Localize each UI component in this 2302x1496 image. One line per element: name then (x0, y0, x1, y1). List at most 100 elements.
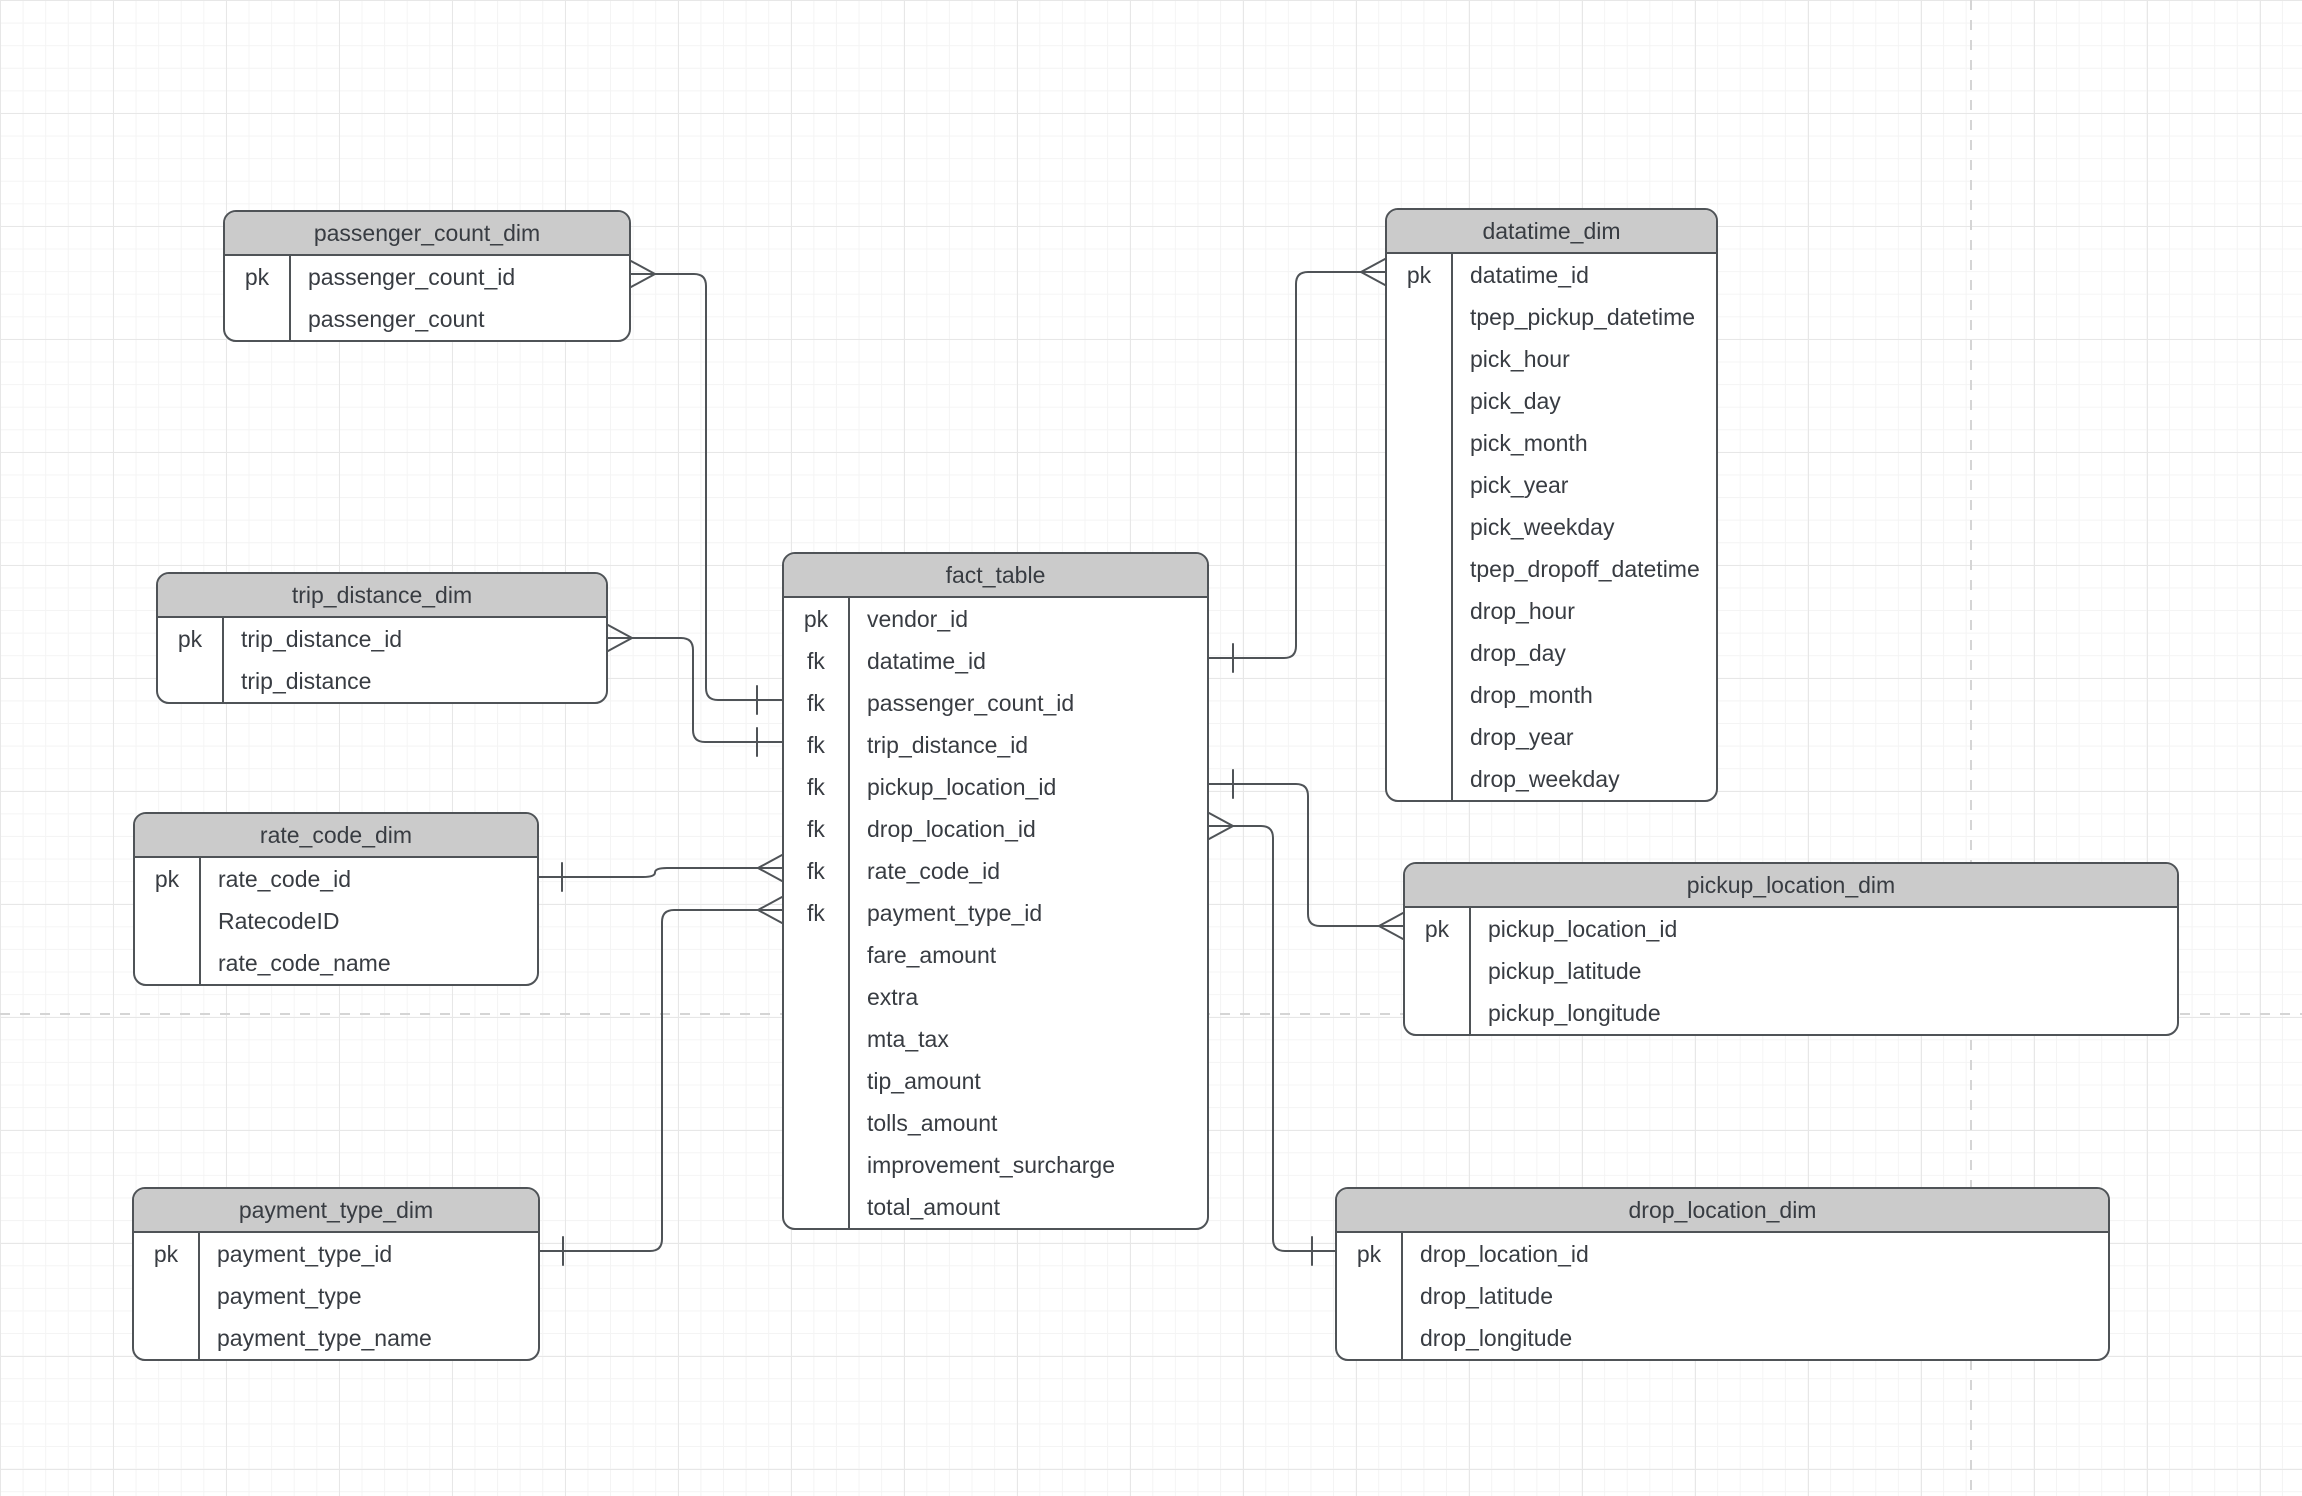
connector-fact_table-drop_location_dim[interactable] (1232, 825, 1336, 1252)
connector-payment_type_dim-fact_table[interactable] (539, 909, 759, 1252)
field-key: fk (807, 900, 825, 926)
field-key: fk (807, 648, 825, 674)
field-passenger_count_id[interactable]: passenger_count_id (308, 264, 516, 290)
entity-title-drop_location_dim: drop_location_dim (1337, 1189, 2108, 1233)
crowfoot-marker (1208, 812, 1234, 840)
field-drop_month[interactable]: drop_month (1470, 682, 1593, 708)
field-pick_day[interactable]: pick_day (1470, 388, 1561, 414)
field-key (1387, 296, 1451, 338)
key-column: pk (134, 1233, 200, 1359)
field-drop_location_id[interactable]: drop_location_id (867, 816, 1036, 842)
key-column: pk (158, 618, 224, 702)
field-trip_distance[interactable]: trip_distance (241, 668, 372, 694)
field-key (784, 1060, 848, 1102)
field-pickup_location_id[interactable]: pickup_location_id (1488, 916, 1678, 942)
key-column: pk (135, 858, 201, 984)
field-payment_type_id[interactable]: payment_type_id (217, 1241, 393, 1267)
field-drop_hour[interactable]: drop_hour (1470, 598, 1575, 624)
field-pickup_longitude[interactable]: pickup_longitude (1488, 1000, 1661, 1026)
field-pick_year[interactable]: pick_year (1470, 472, 1569, 498)
field-mta_tax[interactable]: mta_tax (867, 1026, 949, 1052)
field-tpep_dropoff_datetime[interactable]: tpep_dropoff_datetime (1470, 556, 1700, 582)
field-key (784, 1102, 848, 1144)
field-pickup_location_id[interactable]: pickup_location_id (867, 774, 1057, 800)
field-tolls_amount[interactable]: tolls_amount (867, 1110, 998, 1136)
field-drop_location_id[interactable]: drop_location_id (1420, 1241, 1589, 1267)
field-RatecodeID[interactable]: RatecodeID (218, 908, 340, 934)
connector-fact_table-pickup_location_dim[interactable] (1208, 783, 1380, 927)
entity-body: pk passenger_count_id passenger_count (225, 256, 629, 340)
field-key (1405, 992, 1469, 1034)
field-key: pk (244, 264, 270, 290)
connector-passenger_count_dim-fact_table[interactable] (654, 273, 783, 701)
field-passenger_count_id[interactable]: passenger_count_id (867, 690, 1075, 716)
field-fare_amount[interactable]: fare_amount (867, 942, 997, 968)
field-tip_amount[interactable]: tip_amount (867, 1068, 981, 1094)
field-key (784, 1144, 848, 1186)
connector-rate_code_dim-fact_table[interactable] (538, 867, 759, 878)
field-key: pk (1406, 262, 1432, 288)
field-tpep_pickup_datetime[interactable]: tpep_pickup_datetime (1470, 304, 1696, 330)
field-rate_code_id[interactable]: rate_code_id (867, 858, 1000, 884)
field-payment_type[interactable]: payment_type (217, 1283, 362, 1309)
field-trip_distance_id[interactable]: trip_distance_id (867, 732, 1029, 758)
field-key (1337, 1317, 1401, 1359)
entity-title-passenger_count_dim: passenger_count_dim (225, 212, 629, 256)
entity-title-fact_table: fact_table (784, 554, 1207, 598)
crowfoot-marker (757, 896, 783, 924)
field-drop_year[interactable]: drop_year (1470, 724, 1574, 750)
field-vendor_id[interactable]: vendor_id (867, 606, 969, 632)
crowfoot-marker (1360, 258, 1386, 286)
field-extra[interactable]: extra (867, 984, 919, 1010)
field-key: pk (803, 606, 829, 632)
field-pick_month[interactable]: pick_month (1470, 430, 1588, 456)
field-key: pk (153, 1241, 179, 1267)
field-pick_weekday[interactable]: pick_weekday (1470, 514, 1615, 540)
field-passenger_count[interactable]: passenger_count (308, 306, 485, 332)
field-payment_type_name[interactable]: payment_type_name (217, 1325, 432, 1351)
field-drop_latitude[interactable]: drop_latitude (1420, 1283, 1553, 1309)
field-pick_hour[interactable]: pick_hour (1470, 346, 1570, 372)
entity-title-pickup_location_dim: pickup_location_dim (1405, 864, 2177, 908)
field-trip_distance_id[interactable]: trip_distance_id (241, 626, 403, 652)
field-key (1387, 674, 1451, 716)
field-datatime_id[interactable]: datatime_id (1470, 262, 1589, 288)
connector-trip_distance_dim-fact_table[interactable] (631, 637, 783, 743)
field-key (1387, 506, 1451, 548)
field-key (1387, 338, 1451, 380)
field-drop_weekday[interactable]: drop_weekday (1470, 766, 1620, 792)
name-column: pickup_location_id pickup_latitude pickup_… (1471, 908, 2177, 1034)
entity-title-payment_type_dim: payment_type_dim (134, 1189, 538, 1233)
field-payment_type_id[interactable]: payment_type_id (867, 900, 1043, 926)
field-key (784, 1186, 848, 1228)
field-key (1387, 380, 1451, 422)
field-rate_code_name[interactable]: rate_code_name (218, 950, 391, 976)
field-total_amount[interactable]: total_amount (867, 1194, 1000, 1220)
field-key (1387, 464, 1451, 506)
field-improvement_surcharge[interactable]: improvement_surcharge (867, 1152, 1116, 1178)
field-key (1387, 548, 1451, 590)
entity-title-trip_distance_dim: trip_distance_dim (158, 574, 606, 618)
field-key (784, 934, 848, 976)
field-key (1387, 422, 1451, 464)
field-drop_longitude[interactable]: drop_longitude (1420, 1325, 1573, 1351)
field-pickup_latitude[interactable]: pickup_latitude (1488, 958, 1642, 984)
field-drop_day[interactable]: drop_day (1470, 640, 1566, 666)
name-column: payment_type_id payment_type payment_type_… (200, 1233, 538, 1359)
field-rate_code_id[interactable]: rate_code_id (218, 866, 351, 892)
connector-fact_table-datatime_dim[interactable] (1208, 271, 1362, 659)
field-key: fk (807, 690, 825, 716)
field-datatime_id[interactable]: datatime_id (867, 648, 986, 674)
